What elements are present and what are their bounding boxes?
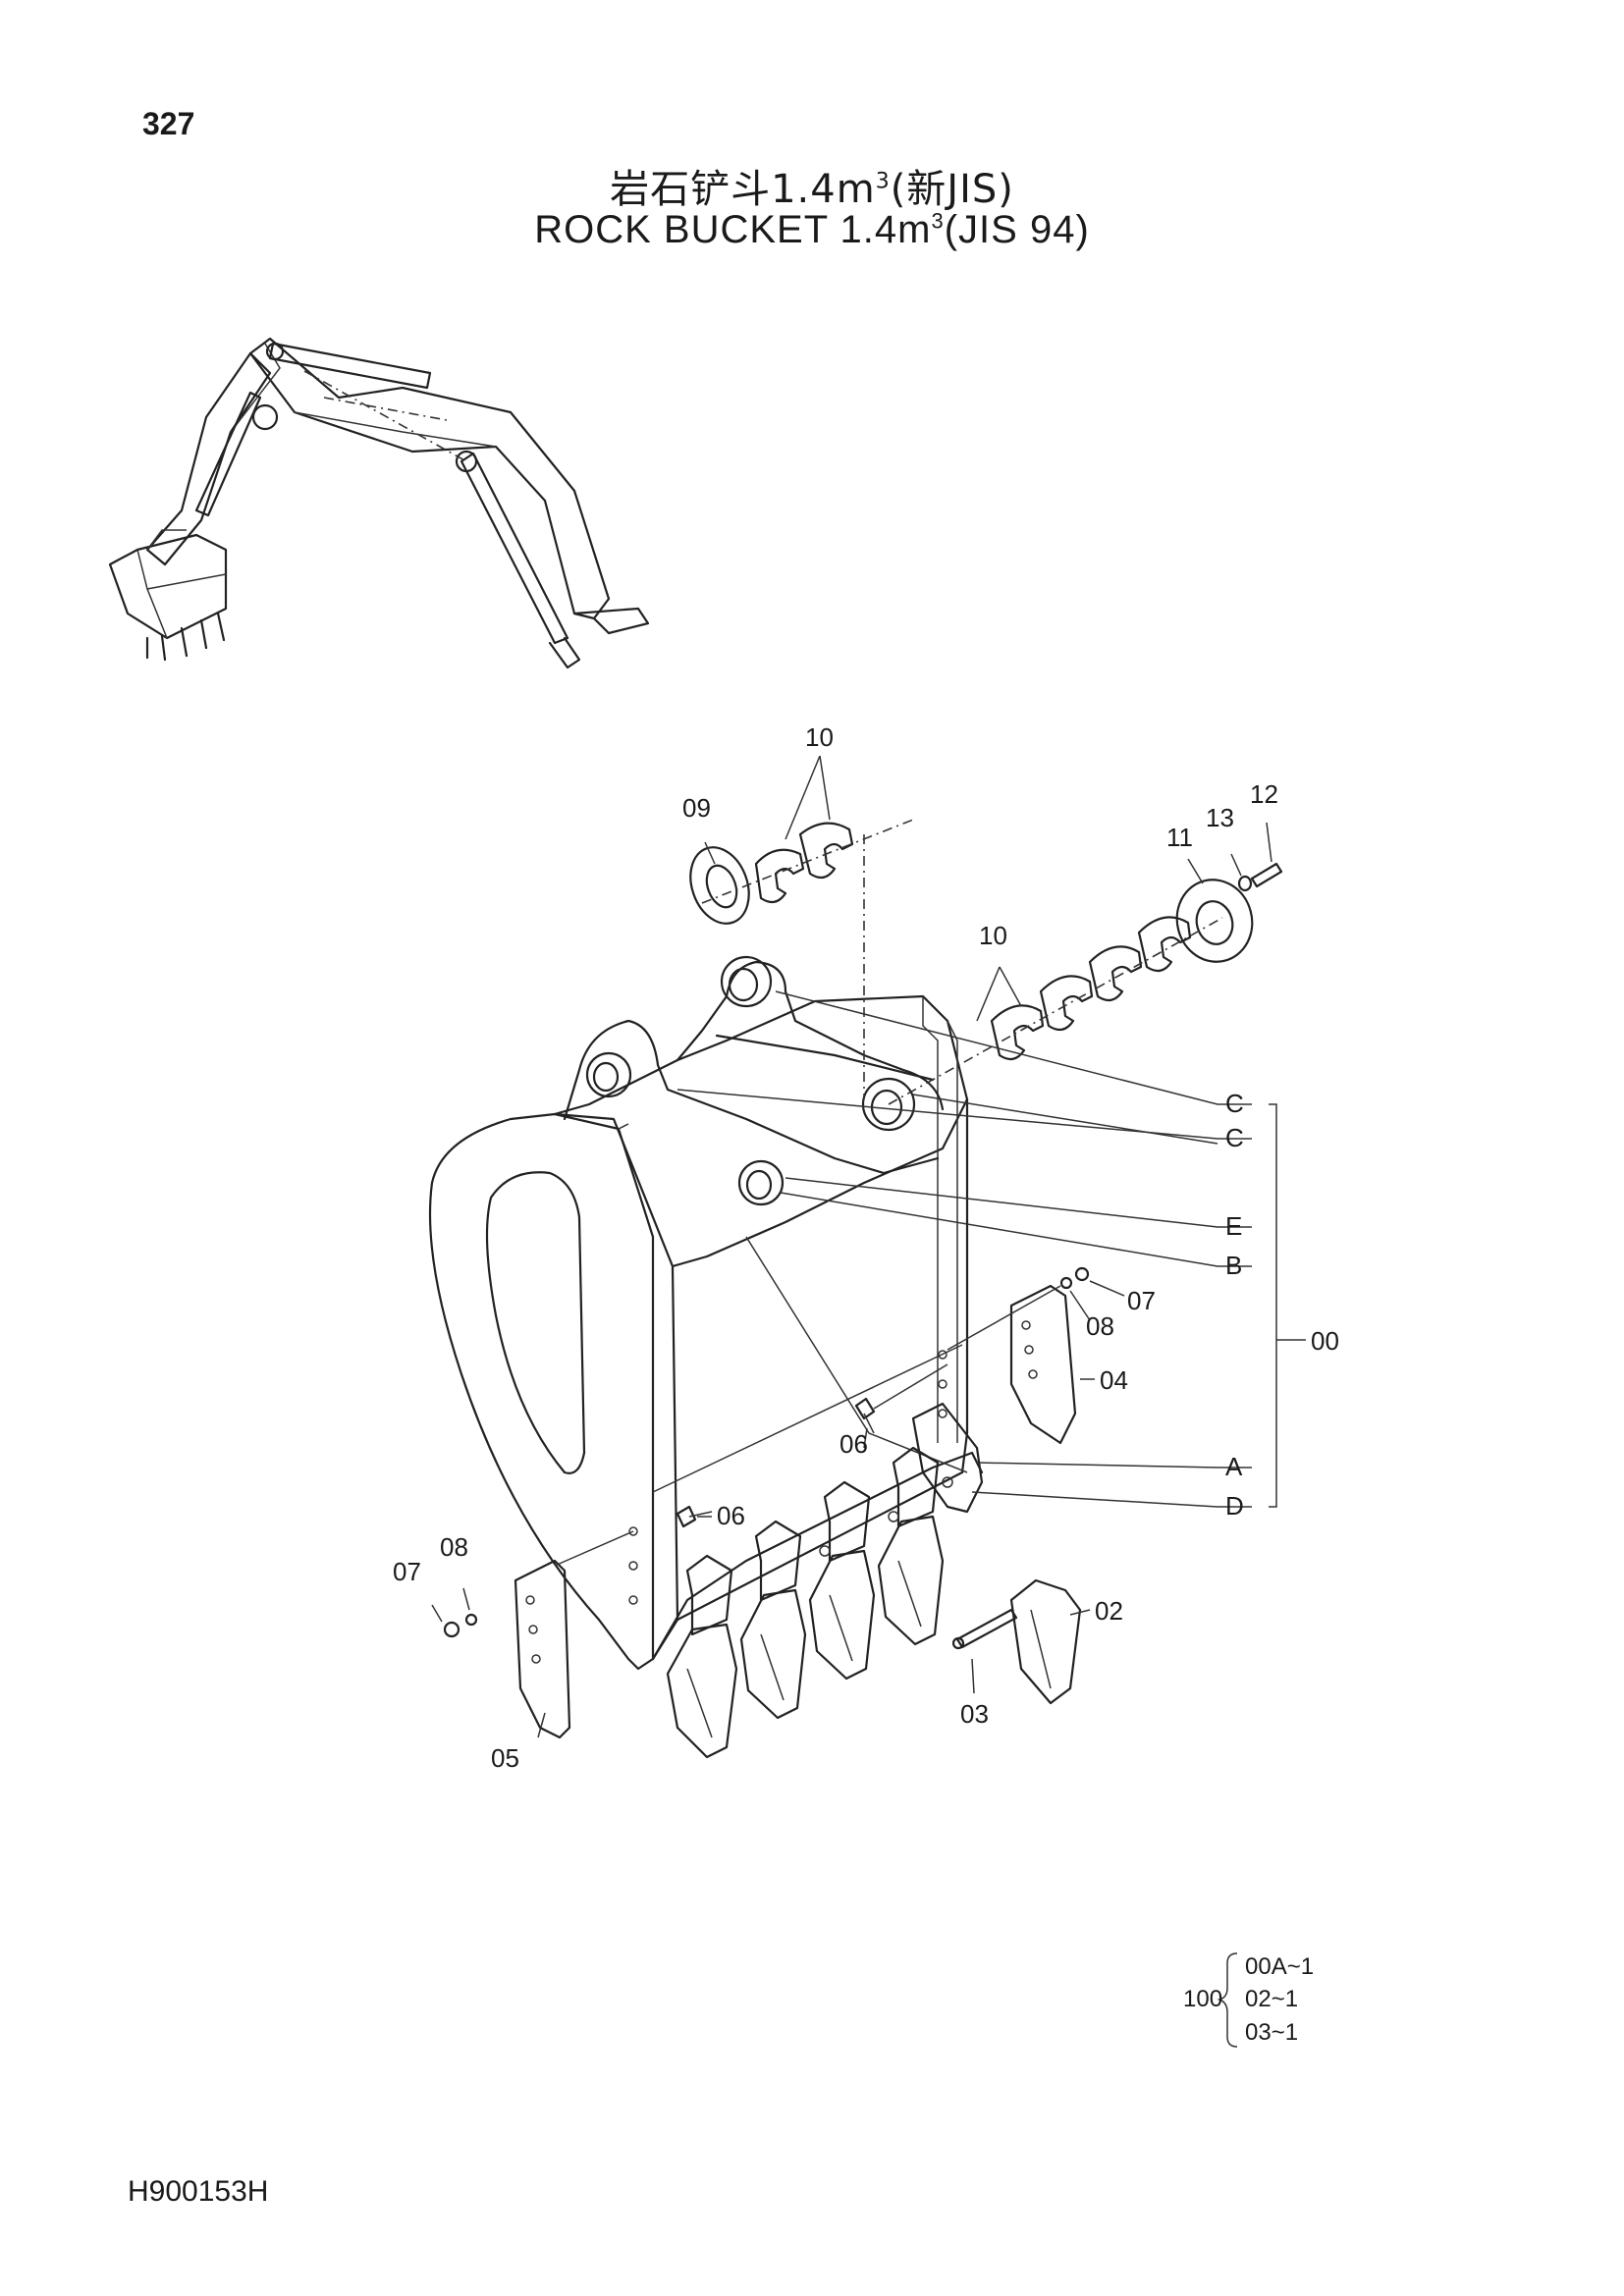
callout-09: 09 xyxy=(682,793,711,823)
reference-leaders xyxy=(431,755,1306,1738)
quantity-brace xyxy=(1217,1952,1238,2048)
title-en-exponent: 3 xyxy=(931,208,945,234)
callout-02: 02 xyxy=(1095,1596,1123,1626)
callout-labels: 10 09 12 13 11 10 C C E B 07 08 00 04 06… xyxy=(393,722,1339,1773)
title-en-tail: (JIS 94) xyxy=(944,208,1090,251)
document-code: H900153H xyxy=(128,2175,269,2208)
callout-04: 04 xyxy=(1100,1365,1128,1395)
callout-10-upper: 10 xyxy=(805,722,834,752)
callout-08-left: 08 xyxy=(440,1532,468,1562)
callout-05: 05 xyxy=(491,1743,519,1773)
callout-11: 11 xyxy=(1166,823,1193,852)
title-chinese: 岩石铲斗1.4m3(新JIS) xyxy=(0,157,1624,214)
excavator-overview-illustration xyxy=(108,337,650,669)
rock-bucket-drawing xyxy=(428,955,984,1759)
label-a: A xyxy=(1225,1452,1243,1481)
label-c-1: C xyxy=(1225,1089,1244,1118)
callout-10-lower: 10 xyxy=(979,921,1007,950)
label-c-2: C xyxy=(1225,1123,1244,1152)
callout-13: 13 xyxy=(1206,803,1234,832)
title-cn-exponent: 3 xyxy=(875,169,891,194)
title-cn-main: 岩石铲斗1.4m xyxy=(610,167,876,212)
callout-08-right: 08 xyxy=(1086,1311,1114,1341)
bucket-teeth xyxy=(666,1402,984,1759)
quantity-line-1: 00A~1 xyxy=(1245,1953,1315,1980)
title-english: ROCK BUCKET 1.4m3(JIS 94) xyxy=(0,208,1624,252)
quantity-main: 100 xyxy=(1183,1986,1223,2012)
quantity-line-3: 03~1 xyxy=(1245,2019,1299,2046)
label-b: B xyxy=(1225,1251,1242,1280)
callout-12: 12 xyxy=(1250,779,1278,809)
title-en-main: ROCK BUCKET 1.4m xyxy=(534,208,932,251)
callout-07-right: 07 xyxy=(1127,1286,1156,1315)
label-d: D xyxy=(1225,1491,1244,1521)
callout-06-upper: 06 xyxy=(839,1429,868,1459)
title-cn-tail: (新JIS) xyxy=(890,167,1014,212)
callout-00: 00 xyxy=(1311,1326,1339,1356)
callout-07-left: 07 xyxy=(393,1557,421,1586)
callout-03: 03 xyxy=(960,1699,989,1729)
label-e: E xyxy=(1225,1211,1242,1241)
quantity-line-2: 02~1 xyxy=(1245,1986,1299,2012)
exploded-parts xyxy=(443,819,1283,1739)
callout-06-lower: 06 xyxy=(717,1501,745,1530)
page-number: 327 xyxy=(142,106,195,141)
